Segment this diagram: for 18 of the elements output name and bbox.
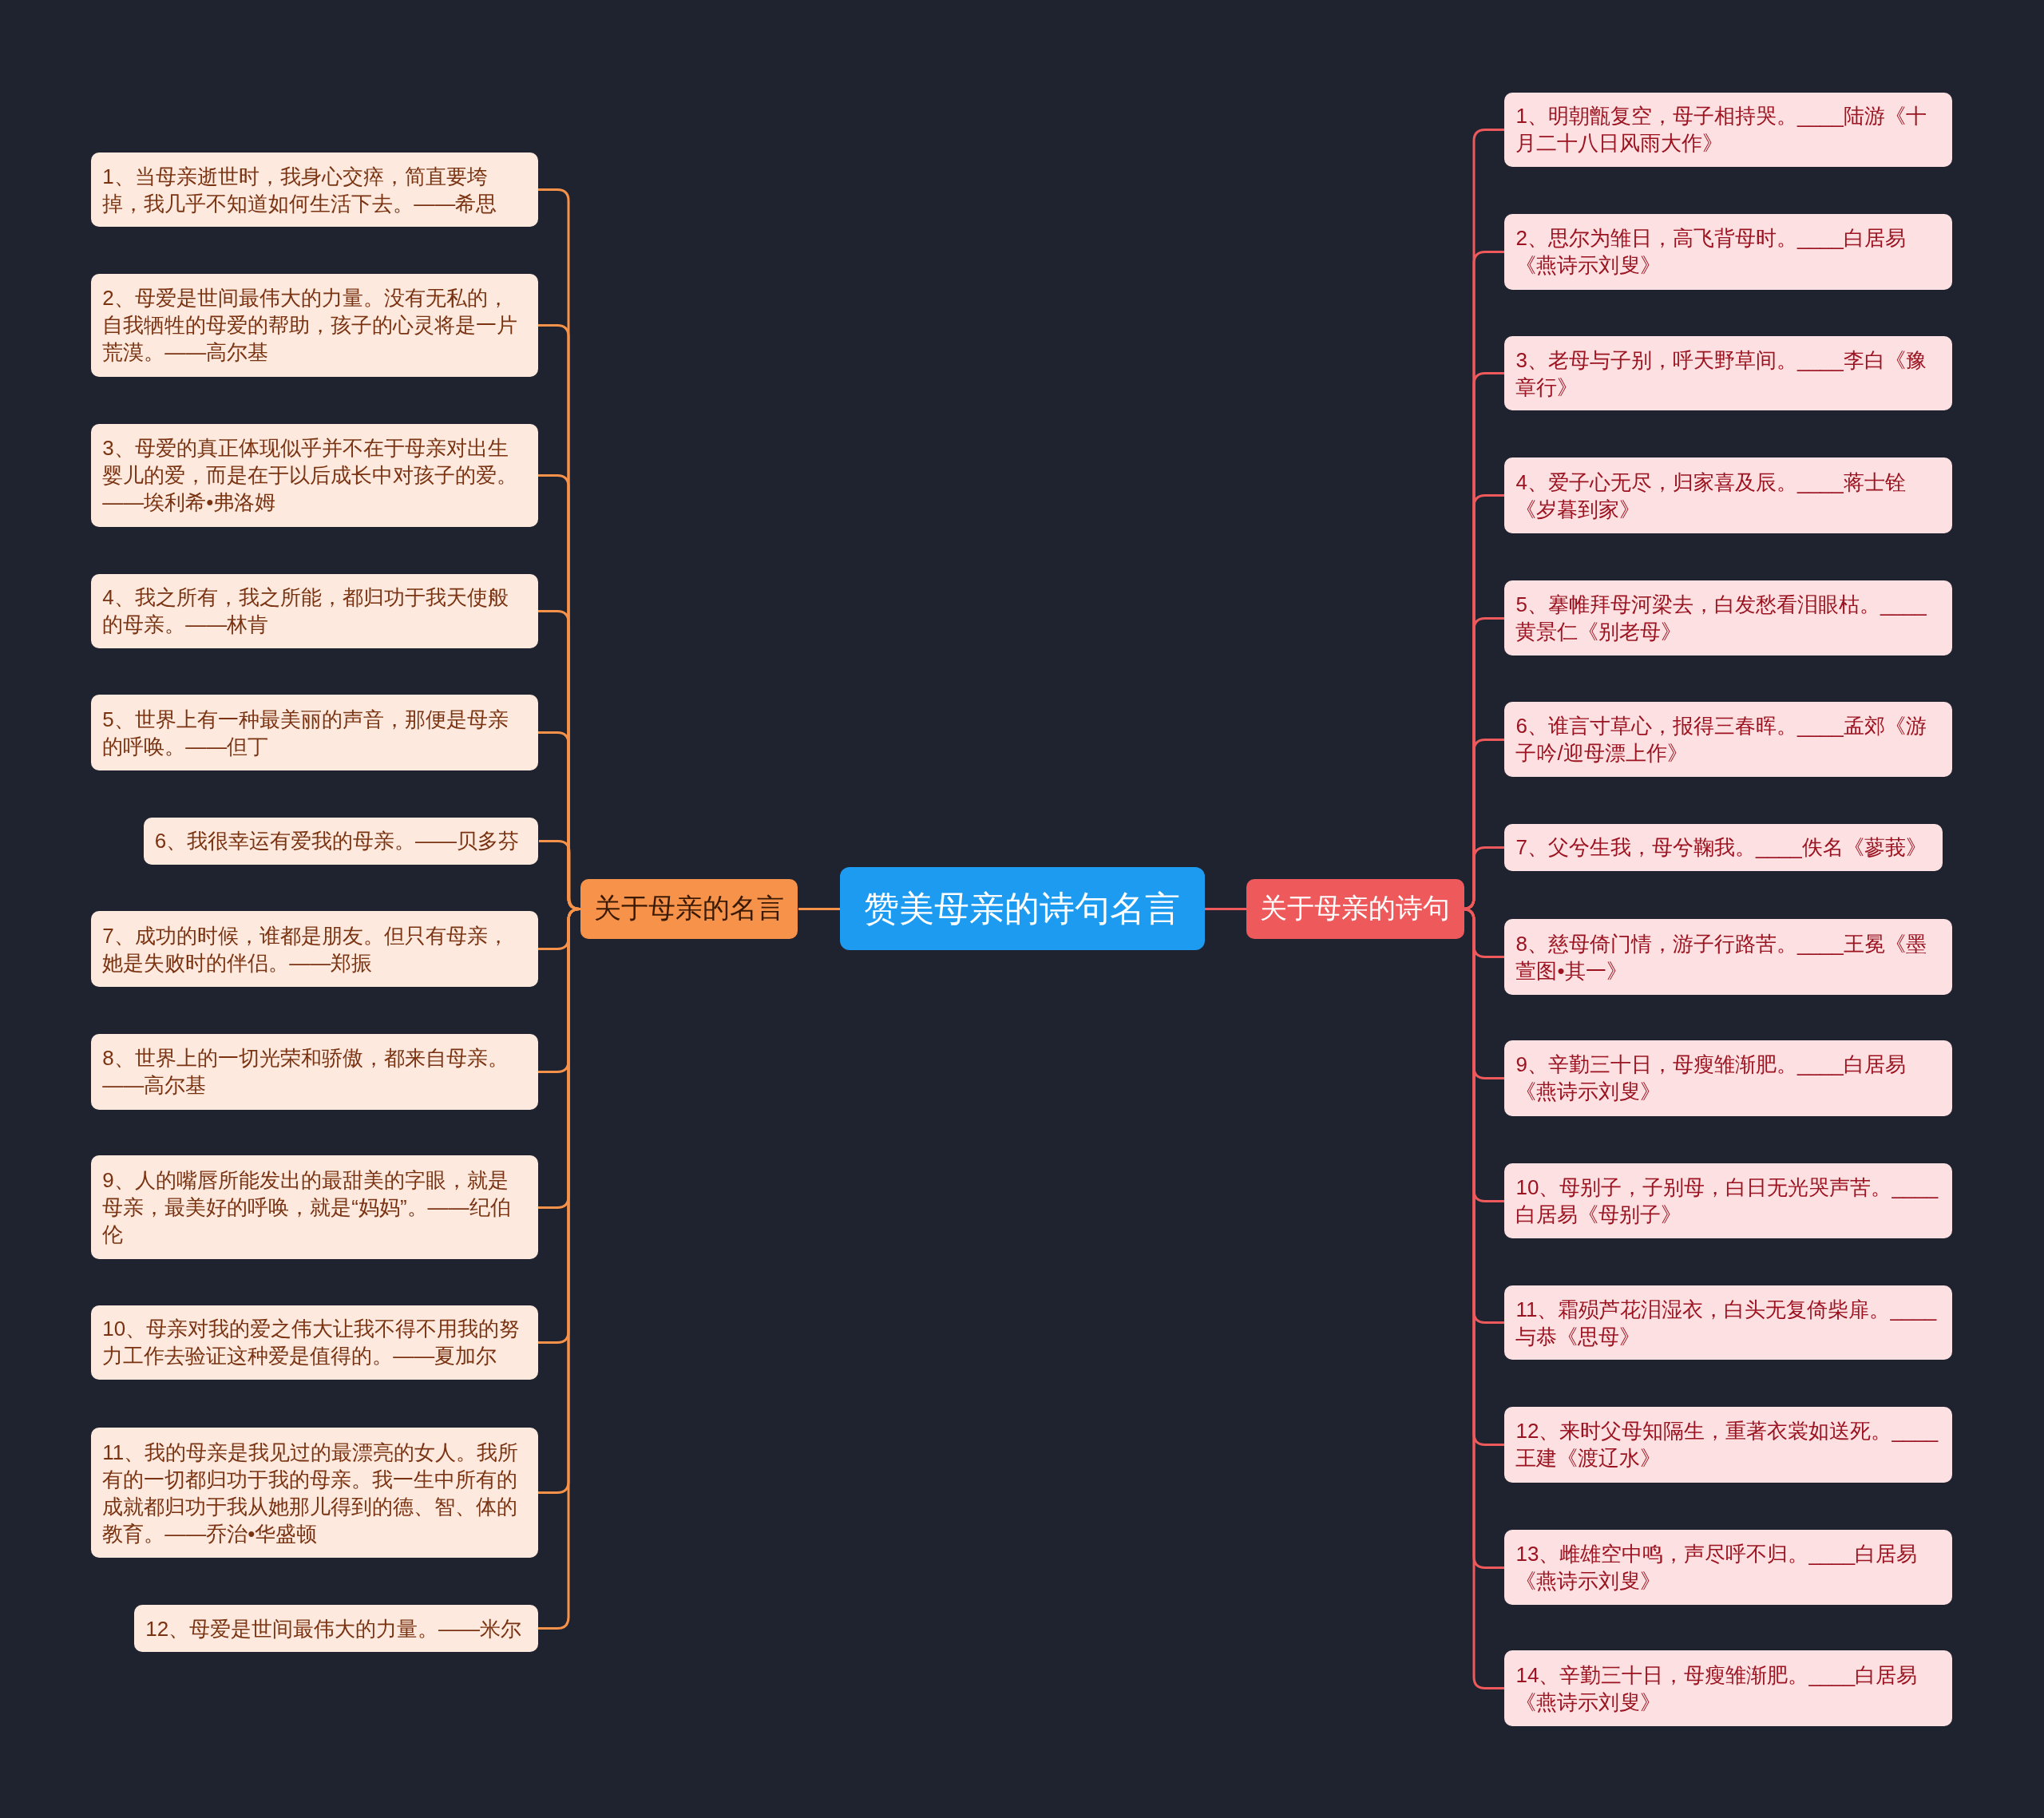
quote-box: 7、成功的时候，谁都是朋友。但只有母亲，她是失败时的伴侣。——郑振: [91, 911, 539, 988]
central-topic-box: 赞美母亲的诗句名言: [839, 866, 1205, 951]
quote-box: 5、世界上有一种最美丽的声音，那便是母亲的呼唤。——但丁: [91, 695, 539, 771]
quote-box: 9、人的嘴唇所能发出的最甜美的字眼，就是母亲，最美好的呼唤，就是“妈妈”。——纪伯伦: [91, 1155, 539, 1260]
quote-box: 11、我的母亲是我见过的最漂亮的女人。我所有的一切都归功于我的母亲。我一生中所有的成就都归功于我从她那儿得到的德、智、体的教育。——乔治•华盛顿: [91, 1428, 539, 1559]
branch-topic-box: 关于母亲的名言: [580, 878, 798, 939]
connector-line: [538, 908, 581, 1630]
quote-box: 12、母爱是世间最伟大的力量。——米尔: [134, 1605, 539, 1652]
branch-topic-box: 关于母亲的诗句: [1246, 878, 1464, 939]
quote-box: 8、世界上的一切光荣和骄傲，都来自母亲。——高尔基: [91, 1033, 539, 1110]
quote-box: 2、母爱是世间最伟大的力量。没有无私的，自我牺牲的母爱的帮助，孩子的心灵将是一片荒漠。——高尔基: [91, 273, 539, 377]
quote-box: 1、当母亲逝世时，我身心交瘁，简直要垮掉，我几乎不知道如何生活下去。——希思: [91, 152, 539, 228]
quote-box: 10、母亲对我的爱之伟大让我不得不用我的努力工作去验证这种爱是值得的。——夏加尔: [91, 1305, 539, 1380]
quote-box: 6、我很幸运有爱我的母亲。——贝多芬: [143, 817, 539, 865]
quote-box: 3、母爱的真正体现似乎并不在于母亲对出生婴儿的爱，而是在于以后成长中对孩子的爱。——埃利希•弗洛姆: [91, 423, 539, 527]
connector-line: [798, 908, 840, 910]
quote-box: 4、我之所有，我之所能，都归功于我天使般的母亲。——林肯: [91, 573, 539, 648]
connector-line: [1205, 908, 1246, 910]
